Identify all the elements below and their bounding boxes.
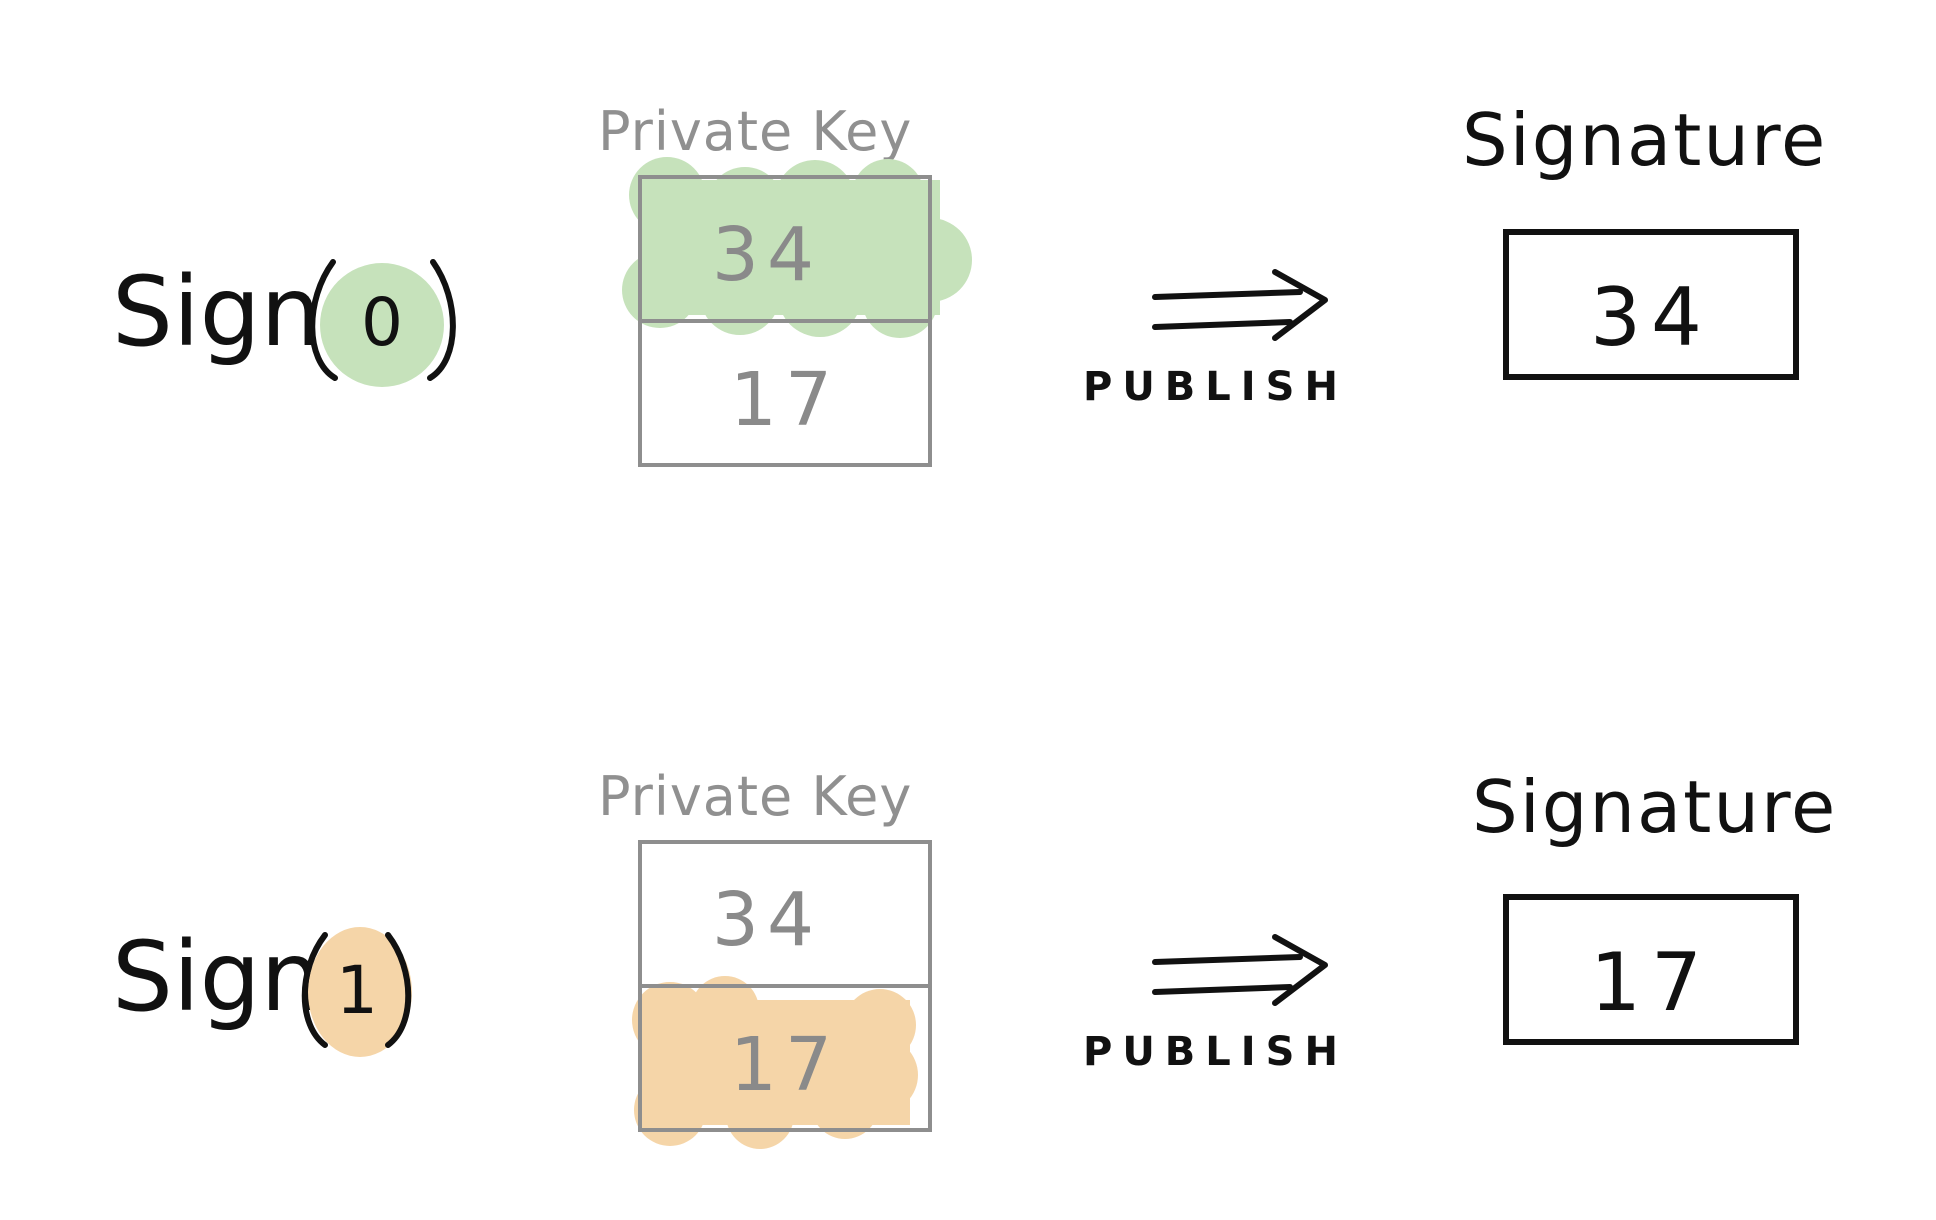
publish-label: PUBLISH bbox=[1083, 364, 1348, 410]
sign-label: Sign bbox=[112, 256, 321, 368]
private-key-table bbox=[638, 175, 932, 467]
open-paren bbox=[301, 932, 328, 1048]
publish-label: PUBLISH bbox=[1083, 1029, 1348, 1075]
key-cell-1: 17 bbox=[730, 357, 840, 443]
key-cell-0: 34 bbox=[712, 212, 822, 298]
bit-value: 0 bbox=[361, 284, 403, 361]
key-cell-1: 17 bbox=[730, 1022, 840, 1108]
signature-title: Signature bbox=[1472, 765, 1837, 849]
close-paren bbox=[385, 932, 412, 1048]
private-key-title: Private Key bbox=[598, 100, 912, 163]
signature-value: 17 bbox=[1590, 936, 1712, 1029]
signature-title: Signature bbox=[1462, 98, 1827, 182]
publish-arrow bbox=[1152, 934, 1328, 1006]
row-sign-1: Sign 1 Private Key 34 17 bbox=[112, 765, 1837, 1149]
key-cell-0: 34 bbox=[712, 877, 822, 963]
private-key-table bbox=[638, 840, 932, 1132]
signature-box bbox=[1503, 229, 1799, 380]
bit-highlight-green bbox=[320, 263, 444, 387]
close-paren bbox=[427, 259, 456, 381]
publish-arrow bbox=[1152, 269, 1328, 341]
signature-box bbox=[1503, 894, 1799, 1045]
bit-highlight-orange bbox=[308, 927, 412, 1057]
row-sign-0: Sign 0 Private Key 34 17 bbox=[112, 98, 1827, 467]
open-paren bbox=[309, 259, 338, 381]
sign-label: Sign bbox=[112, 921, 321, 1033]
private-key-title: Private Key bbox=[598, 765, 912, 828]
bit-value: 1 bbox=[336, 952, 378, 1029]
signature-value: 34 bbox=[1590, 271, 1712, 364]
